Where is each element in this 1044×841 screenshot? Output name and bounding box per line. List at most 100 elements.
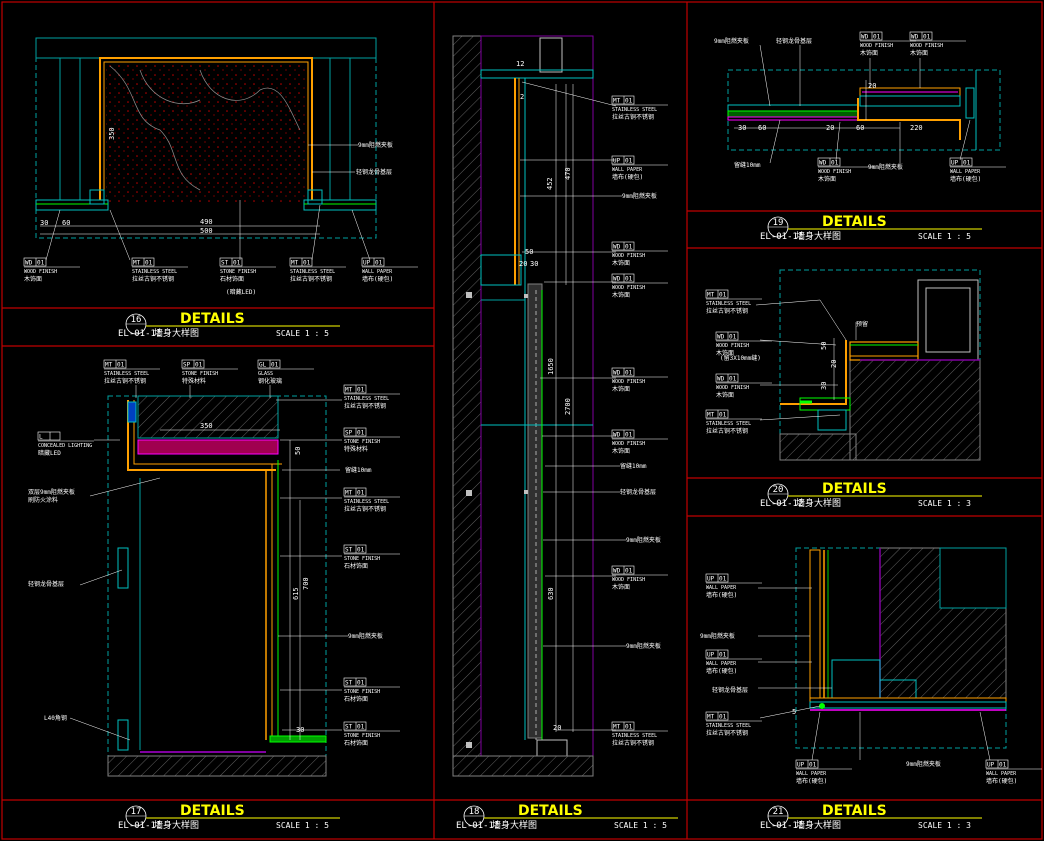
tag-code: WD (613, 432, 621, 439)
tag-chinese: 墙布(硬包) (986, 777, 1017, 785)
tag-num: 01 (357, 547, 365, 554)
tag-code: WD (717, 334, 725, 341)
note-18-gap: 留缝10mm (620, 462, 647, 470)
tag-num: 01 (625, 158, 633, 165)
dim-18-e: 20 (519, 260, 527, 268)
tag-english: WOOD FINISH (612, 285, 645, 291)
note-17-fire: 刷防火涂料 (28, 496, 58, 504)
note-16-keel: 轻钢龙骨基层 (356, 168, 392, 176)
detail-title: DETAILS (822, 481, 887, 497)
tag-chinese: 特殊材料 (344, 445, 368, 453)
tag-code: WD (717, 376, 725, 383)
tag-chinese: 钢化玻璃 (258, 377, 282, 385)
tag-chinese: 暗藏LED (38, 449, 61, 457)
tag-english: STAINLESS STEEL (612, 107, 657, 113)
detail-name: 墙身大样图 (492, 819, 537, 831)
note-16-plywood: 9mm阻燃夹板 (358, 141, 393, 149)
tag-english: WALL PAPER (362, 269, 393, 275)
detail-title: DETAILS (180, 803, 245, 819)
tag-num: 01 (375, 260, 383, 267)
tag-english: WOOD FINISH (860, 43, 893, 49)
detail-name: 墙身大样图 (154, 327, 199, 339)
tag-chinese: 石材饰面 (344, 562, 368, 570)
tag-num: 01 (625, 370, 633, 377)
tag-code: MT (345, 490, 353, 497)
tag-english: CONCEALED LIGHTING (38, 443, 92, 449)
tag-num: 01 (999, 762, 1007, 769)
tag-num: 01 (357, 430, 365, 437)
detail-title: DETAILS (518, 803, 583, 819)
tag-code: WD (613, 244, 621, 251)
note-17-keel: 轻钢龙骨基层 (28, 580, 64, 588)
tag-chinese: 特殊材料 (182, 377, 206, 385)
tag-num: 01 (145, 260, 153, 267)
tag-english: WALL PAPER (796, 771, 827, 777)
tag-code: MT (291, 260, 299, 267)
tag-num: 01 (195, 362, 203, 369)
tag-chinese: 木饰面 (612, 291, 630, 299)
note-19-keel: 轻钢龙骨基层 (776, 37, 812, 45)
note-20-gap3: (留3X10mm缝) (720, 354, 761, 362)
tag-code: UP (987, 762, 995, 769)
tag-code: WD (861, 34, 869, 41)
tag-code: UP (797, 762, 805, 769)
tag-code: WD (613, 568, 621, 575)
dim-17-d: 700 (302, 577, 310, 590)
tag-chinese: 拉丝古铜不锈钢 (344, 402, 386, 410)
detail-code: EL-01-11 (456, 821, 499, 831)
tag-chinese: 拉丝古铜不锈钢 (104, 377, 146, 385)
note-19-gap: 留缝10mm (734, 161, 761, 169)
detail-scale: SCALE 1 : 3 (918, 821, 971, 830)
tag-code: MT (613, 724, 621, 731)
dim-19-c: 20 (868, 82, 876, 90)
dim-16-a: 30 (40, 219, 48, 227)
tag-chinese: 拉丝古铜不锈钢 (612, 739, 654, 747)
tag-num: 01 (625, 98, 633, 105)
tag-english: WALL PAPER (706, 585, 737, 591)
detail-number: 18 (469, 807, 480, 817)
dim-19-b: 60 (758, 124, 766, 132)
tag-num: 01 (303, 260, 311, 267)
dim-17-e: 30 (296, 726, 304, 734)
tag-english: WOOD FINISH (24, 269, 57, 275)
tag-chinese: 拉丝古铜不锈钢 (290, 275, 332, 283)
tag-code: SP (345, 430, 353, 437)
note-16-led: (暗藏LED) (226, 288, 256, 296)
tag-code: WD (613, 276, 621, 283)
tag-num: 01 (117, 362, 125, 369)
tag-chinese: 墙布(硬包) (706, 591, 737, 599)
detail-number: 20 (773, 485, 784, 495)
tag-code: MT (105, 362, 113, 369)
dim-17-c: 615 (292, 587, 300, 600)
tag-num: 01 (923, 34, 931, 41)
note-21-keel: 轻钢龙骨基层 (712, 686, 748, 694)
tag-english: WOOD FINISH (612, 577, 645, 583)
tag-chinese: 木饰面 (860, 49, 878, 57)
detail-21-drawing: 5 9mm阻燃夹板 轻钢龙骨基层 9mm阻燃夹板 (700, 547, 1007, 768)
detail-18-drawing: 12 452 470 50 20 30 1650 2700 630 20 2 9… (452, 35, 661, 777)
tag-code: MT (345, 387, 353, 394)
dim-16-b: 60 (62, 219, 70, 227)
dim-19-e: 60 (856, 124, 864, 132)
note-21-plywood-2: 9mm阻燃夹板 (906, 760, 941, 768)
tag-code: UP (951, 160, 959, 167)
